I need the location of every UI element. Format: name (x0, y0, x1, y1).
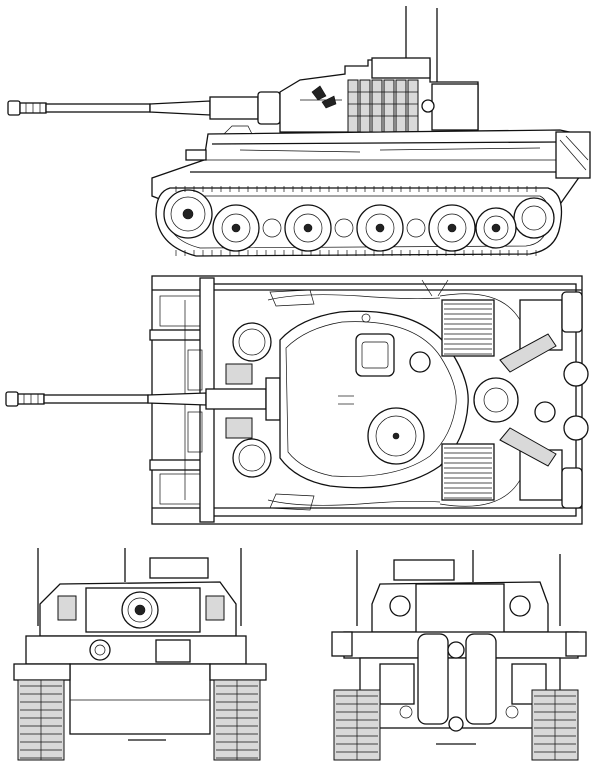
side-track-links (175, 186, 537, 256)
side-gun (7, 91, 281, 125)
front-view (13, 548, 267, 761)
side-turret (279, 57, 479, 133)
side-view (7, 6, 591, 257)
side-running-gear (155, 186, 563, 257)
top-gun (5, 377, 281, 421)
top-view (5, 275, 589, 525)
front-track-links (20, 680, 258, 760)
loader-hatch (355, 333, 395, 377)
radio-operator-hatch (232, 438, 272, 478)
rear-track-links (336, 690, 576, 760)
rear-view (331, 550, 587, 761)
driver-hatch (232, 322, 272, 362)
road-wheel (212, 204, 260, 252)
road-wheel (356, 204, 404, 252)
rear-exhaust-right (465, 633, 497, 725)
road-wheel (428, 204, 476, 252)
top-engine-deck (421, 279, 589, 509)
idler-wheel (513, 197, 555, 239)
top-turret (279, 310, 469, 489)
road-wheel (475, 207, 517, 249)
road-wheel (284, 204, 332, 252)
rear-exhaust-left (417, 633, 449, 725)
